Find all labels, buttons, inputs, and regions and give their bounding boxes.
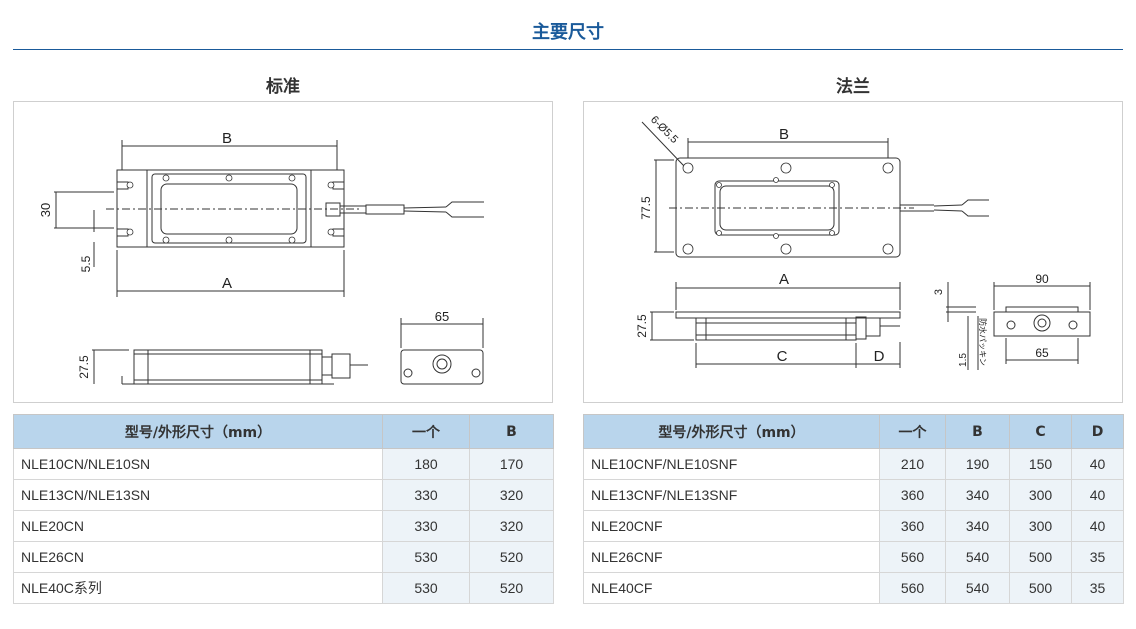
packing-label: 防水パッキン: [978, 318, 988, 366]
standard-size-table: 型号/外形尺寸（mm） 一个 B NLE10CN/NLE10SN 180 170…: [13, 414, 554, 604]
table-row: NLE10CNF/NLE10SNF 210 190 150 40: [583, 448, 1124, 480]
cell-b: 520: [469, 541, 554, 573]
header-a: 一个: [382, 414, 470, 449]
cell-c: 300: [1009, 510, 1072, 542]
cell-b: 320: [469, 510, 554, 542]
header-model: 型号/外形尺寸（mm）: [13, 414, 383, 449]
table-row: NLE13CNF/NLE13SNF 360 340 300 40: [583, 479, 1124, 511]
cell-a: 530: [382, 541, 470, 573]
cell-c: 500: [1009, 541, 1072, 573]
table-row: NLE40CF 560 540 500 35: [583, 572, 1124, 604]
cell-model: NLE13CN/NLE13SN: [13, 479, 383, 511]
flange-size-table: 型号/外形尺寸（mm） 一个 B C D NLE10CNF/NLE10SNF 2…: [583, 414, 1124, 604]
cell-a: 360: [879, 510, 946, 542]
dim-label-c: C: [777, 348, 788, 365]
table-row: NLE20CN 330 320: [13, 510, 554, 542]
table-row: NLE13CN/NLE13SN 330 320: [13, 479, 554, 511]
dim-label-d: D: [874, 348, 885, 365]
cell-model: NLE10CN/NLE10SN: [13, 448, 383, 480]
dim-label-65: 65: [435, 309, 449, 324]
cell-d: 40: [1071, 510, 1124, 542]
dim-label-3: 3: [933, 289, 945, 295]
cell-d: 40: [1071, 479, 1124, 511]
standard-section-title: 标准: [266, 77, 300, 97]
table-row: NLE20CNF 360 340 300 40: [583, 510, 1124, 542]
dim-label-65: 65: [1035, 346, 1049, 360]
dim-label-a: A: [779, 271, 789, 288]
dim-label-27-5: 27.5: [77, 355, 91, 379]
cell-d: 35: [1071, 572, 1124, 604]
page-title: 主要尺寸: [532, 22, 604, 43]
cell-b: 320: [469, 479, 554, 511]
cell-model: NLE10CNF/NLE10SNF: [583, 448, 880, 480]
header-a: 一个: [879, 414, 946, 449]
cell-a: 330: [382, 479, 470, 511]
cell-b: 340: [945, 479, 1010, 511]
cell-b: 340: [945, 510, 1010, 542]
cell-a: 560: [879, 541, 946, 573]
cell-model: NLE26CNF: [583, 541, 880, 573]
cell-c: 150: [1009, 448, 1072, 480]
table-header-row: 型号/外形尺寸（mm） 一个 B C D: [583, 414, 1124, 449]
cell-a: 560: [879, 572, 946, 604]
flange-drawing-svg: 6-Ø5.5 B 77.5 A 27.5 C D 90 3 1.5 防水パッキン…: [635, 114, 1091, 370]
table-row: NLE26CN 530 520: [13, 541, 554, 573]
dim-label-b: B: [222, 130, 232, 147]
flange-section-title: 法兰: [836, 77, 870, 97]
cell-b: 540: [945, 541, 1010, 573]
cell-b: 540: [945, 572, 1010, 604]
table-header-row: 型号/外形尺寸（mm） 一个 B: [13, 414, 554, 449]
table-row: NLE40C系列 530 520: [13, 572, 554, 604]
dim-label-77-5: 77.5: [639, 196, 653, 220]
dim-label-5-5: 5.5: [79, 255, 93, 272]
dim-label-27-5: 27.5: [635, 314, 649, 338]
header-b: B: [469, 414, 554, 449]
cell-a: 180: [382, 448, 470, 480]
header-d: D: [1071, 414, 1124, 449]
cell-b: 190: [945, 448, 1010, 480]
header-c: C: [1009, 414, 1072, 449]
cell-model: NLE20CN: [13, 510, 383, 542]
cell-c: 500: [1009, 572, 1072, 604]
standard-dimension-drawing: B A 30 5.5 27.5 65: [13, 101, 553, 403]
cell-d: 40: [1071, 448, 1124, 480]
dim-label-1-5: 1.5: [958, 353, 969, 367]
table-row: NLE26CNF 560 540 500 35: [583, 541, 1124, 573]
dim-label-90: 90: [1035, 272, 1049, 286]
cell-model: NLE13CNF/NLE13SNF: [583, 479, 880, 511]
header-b: B: [945, 414, 1010, 449]
flange-dimension-drawing: 6-Ø5.5 B 77.5 A 27.5 C D 90 3 1.5 防水パッキン…: [583, 101, 1123, 403]
cell-b: 520: [469, 572, 554, 604]
cell-a: 210: [879, 448, 946, 480]
title-divider: [13, 49, 1123, 50]
cell-c: 300: [1009, 479, 1072, 511]
cell-model: NLE40C系列: [13, 572, 383, 604]
cell-b: 170: [469, 448, 554, 480]
cell-a: 530: [382, 572, 470, 604]
cell-model: NLE20CNF: [583, 510, 880, 542]
header-model: 型号/外形尺寸（mm）: [583, 414, 880, 449]
cell-d: 35: [1071, 541, 1124, 573]
cell-a: 360: [879, 479, 946, 511]
cell-model: NLE26CN: [13, 541, 383, 573]
cell-a: 330: [382, 510, 470, 542]
dim-label-a: A: [222, 275, 232, 292]
table-row: NLE10CN/NLE10SN 180 170: [13, 448, 554, 480]
dim-label-30: 30: [38, 203, 53, 217]
cell-model: NLE40CF: [583, 572, 880, 604]
dim-label-b: B: [779, 126, 789, 143]
dim-label-holes: 6-Ø5.5: [648, 114, 680, 146]
standard-drawing-svg: B A 30 5.5 27.5 65: [38, 130, 484, 385]
